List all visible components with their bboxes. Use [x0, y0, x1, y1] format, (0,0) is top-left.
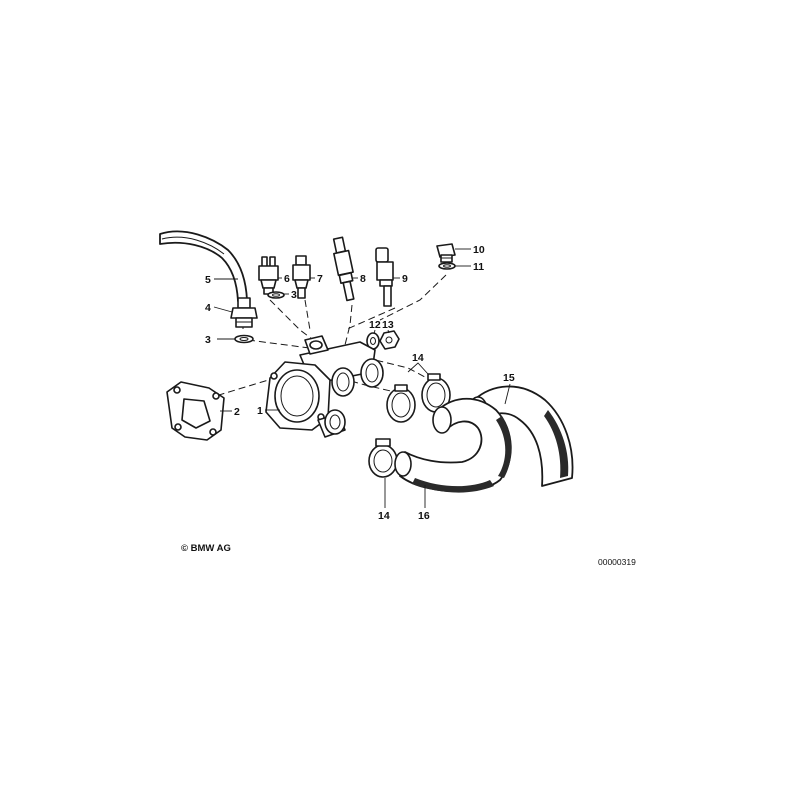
callout-10: 10 [473, 244, 485, 256]
part-3-seal-ring-lower [234, 334, 254, 344]
part-5-hose [159, 230, 248, 302]
part-8-sensor [332, 236, 355, 302]
callout-9: 9 [402, 273, 408, 285]
callout-11: 11 [473, 261, 484, 273]
callout-12: 12 [369, 319, 381, 331]
callout-3-lower: 3 [205, 334, 211, 346]
callout-2: 2 [234, 406, 240, 418]
callout-1: 1 [257, 405, 263, 417]
part-6-temperature-switch [258, 256, 279, 295]
part-4-sensor [230, 297, 258, 328]
copyright-label: © BMW AG [181, 543, 231, 554]
part-13-nut [379, 330, 400, 350]
callout-13: 13 [382, 319, 394, 331]
callout-16: 16 [418, 510, 430, 522]
part-14-hose-clamp-lower [368, 438, 398, 478]
part-3-seal-ring-upper [267, 291, 285, 299]
part-14-hose-clamps-upper [386, 373, 451, 423]
callout-4: 4 [205, 302, 211, 314]
callout-15: 15 [503, 372, 515, 384]
callout-5: 5 [205, 274, 211, 286]
part-7-sensor [292, 255, 311, 299]
callout-6: 6 [284, 273, 290, 285]
part-16-hose [394, 397, 512, 493]
part-1-water-housing [265, 335, 384, 438]
part-11-seal-ring [438, 262, 456, 270]
part-9-sensor [375, 247, 394, 307]
leader-lines [213, 248, 511, 508]
callout-8: 8 [360, 273, 366, 285]
part-10-plug-screw [436, 243, 456, 263]
callout-14-lower: 14 [378, 510, 390, 522]
drawing-number: 00000319 [598, 557, 636, 567]
callout-3-upper: 3 [291, 289, 297, 301]
part-2-gasket [166, 381, 225, 441]
callout-labels: 1 2 3 4 5 6 3 7 8 9 10 11 12 13 14 15 14… [205, 244, 515, 522]
callout-14-upper: 14 [412, 352, 424, 364]
callout-7: 7 [317, 273, 323, 285]
